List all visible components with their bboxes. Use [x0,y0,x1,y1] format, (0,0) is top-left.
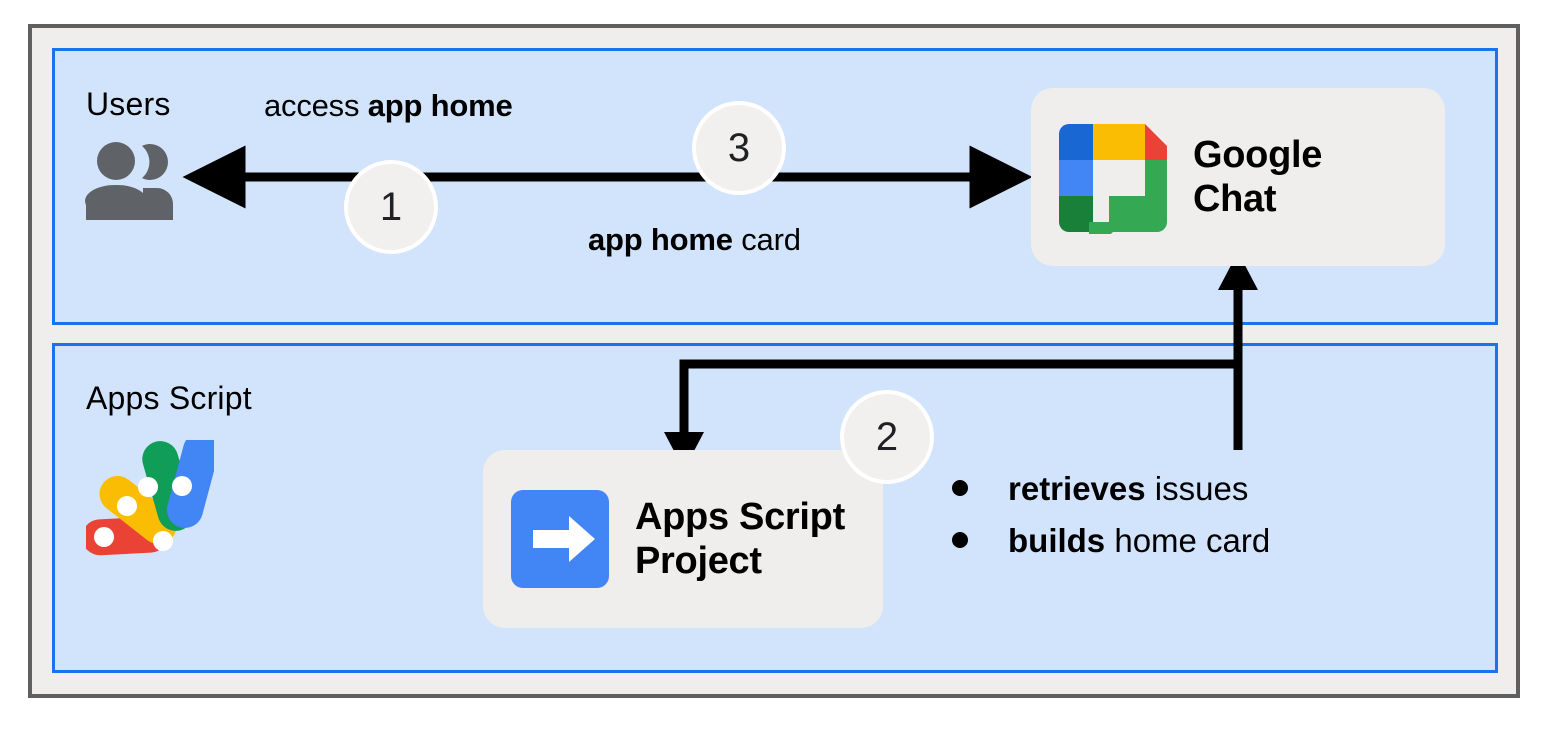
apps-script-actions-list: retrieves issues builds home card [952,470,1270,574]
list-item-text: builds home card [1008,522,1270,560]
step-badge-3-number: 3 [727,125,751,170]
step-badge-3: 3 [692,101,786,195]
list-item-1-rest: home card [1105,522,1271,559]
list-item-1-bold: builds [1008,522,1106,559]
step-badge-1: 1 [344,160,438,254]
apps-script-project-arrow-icon [511,490,609,588]
list-item: builds home card [952,522,1270,560]
node-google-chat-label: Google Chat [1193,133,1323,220]
edge-label-card-suffix: card [732,222,801,257]
node-google-chat[interactable]: Google Chat [1031,88,1445,266]
google-chat-logo-icon [1049,120,1167,254]
node-apps-script-project-label: Apps Script Project [635,495,845,582]
users-icon [80,138,184,220]
edge-label-app-home-card: app home card [588,222,801,258]
panel-title-apps-script: Apps Script [86,380,252,416]
edge-label-card-bold: app home [588,222,733,257]
list-item-text: retrieves issues [1008,470,1248,508]
list-item-0-rest: issues [1145,470,1249,507]
node-apps-script-project[interactable]: Apps Script Project [483,450,883,628]
list-item-0-bold: retrieves [1008,470,1146,507]
step-badge-2: 2 [840,390,934,484]
apps-script-logo-icon [82,432,220,562]
bullet-dot-icon [952,532,968,548]
panel-title-users: Users [86,86,171,122]
bullet-dot-icon [952,480,968,496]
edge-label-access-prefix: access [264,88,368,123]
edge-label-access-bold: app home [367,88,513,123]
edge-label-access: access app home [264,88,513,124]
step-badge-2-number: 2 [875,414,899,459]
step-badge-1-number: 1 [379,184,403,229]
list-item: retrieves issues [952,470,1270,508]
